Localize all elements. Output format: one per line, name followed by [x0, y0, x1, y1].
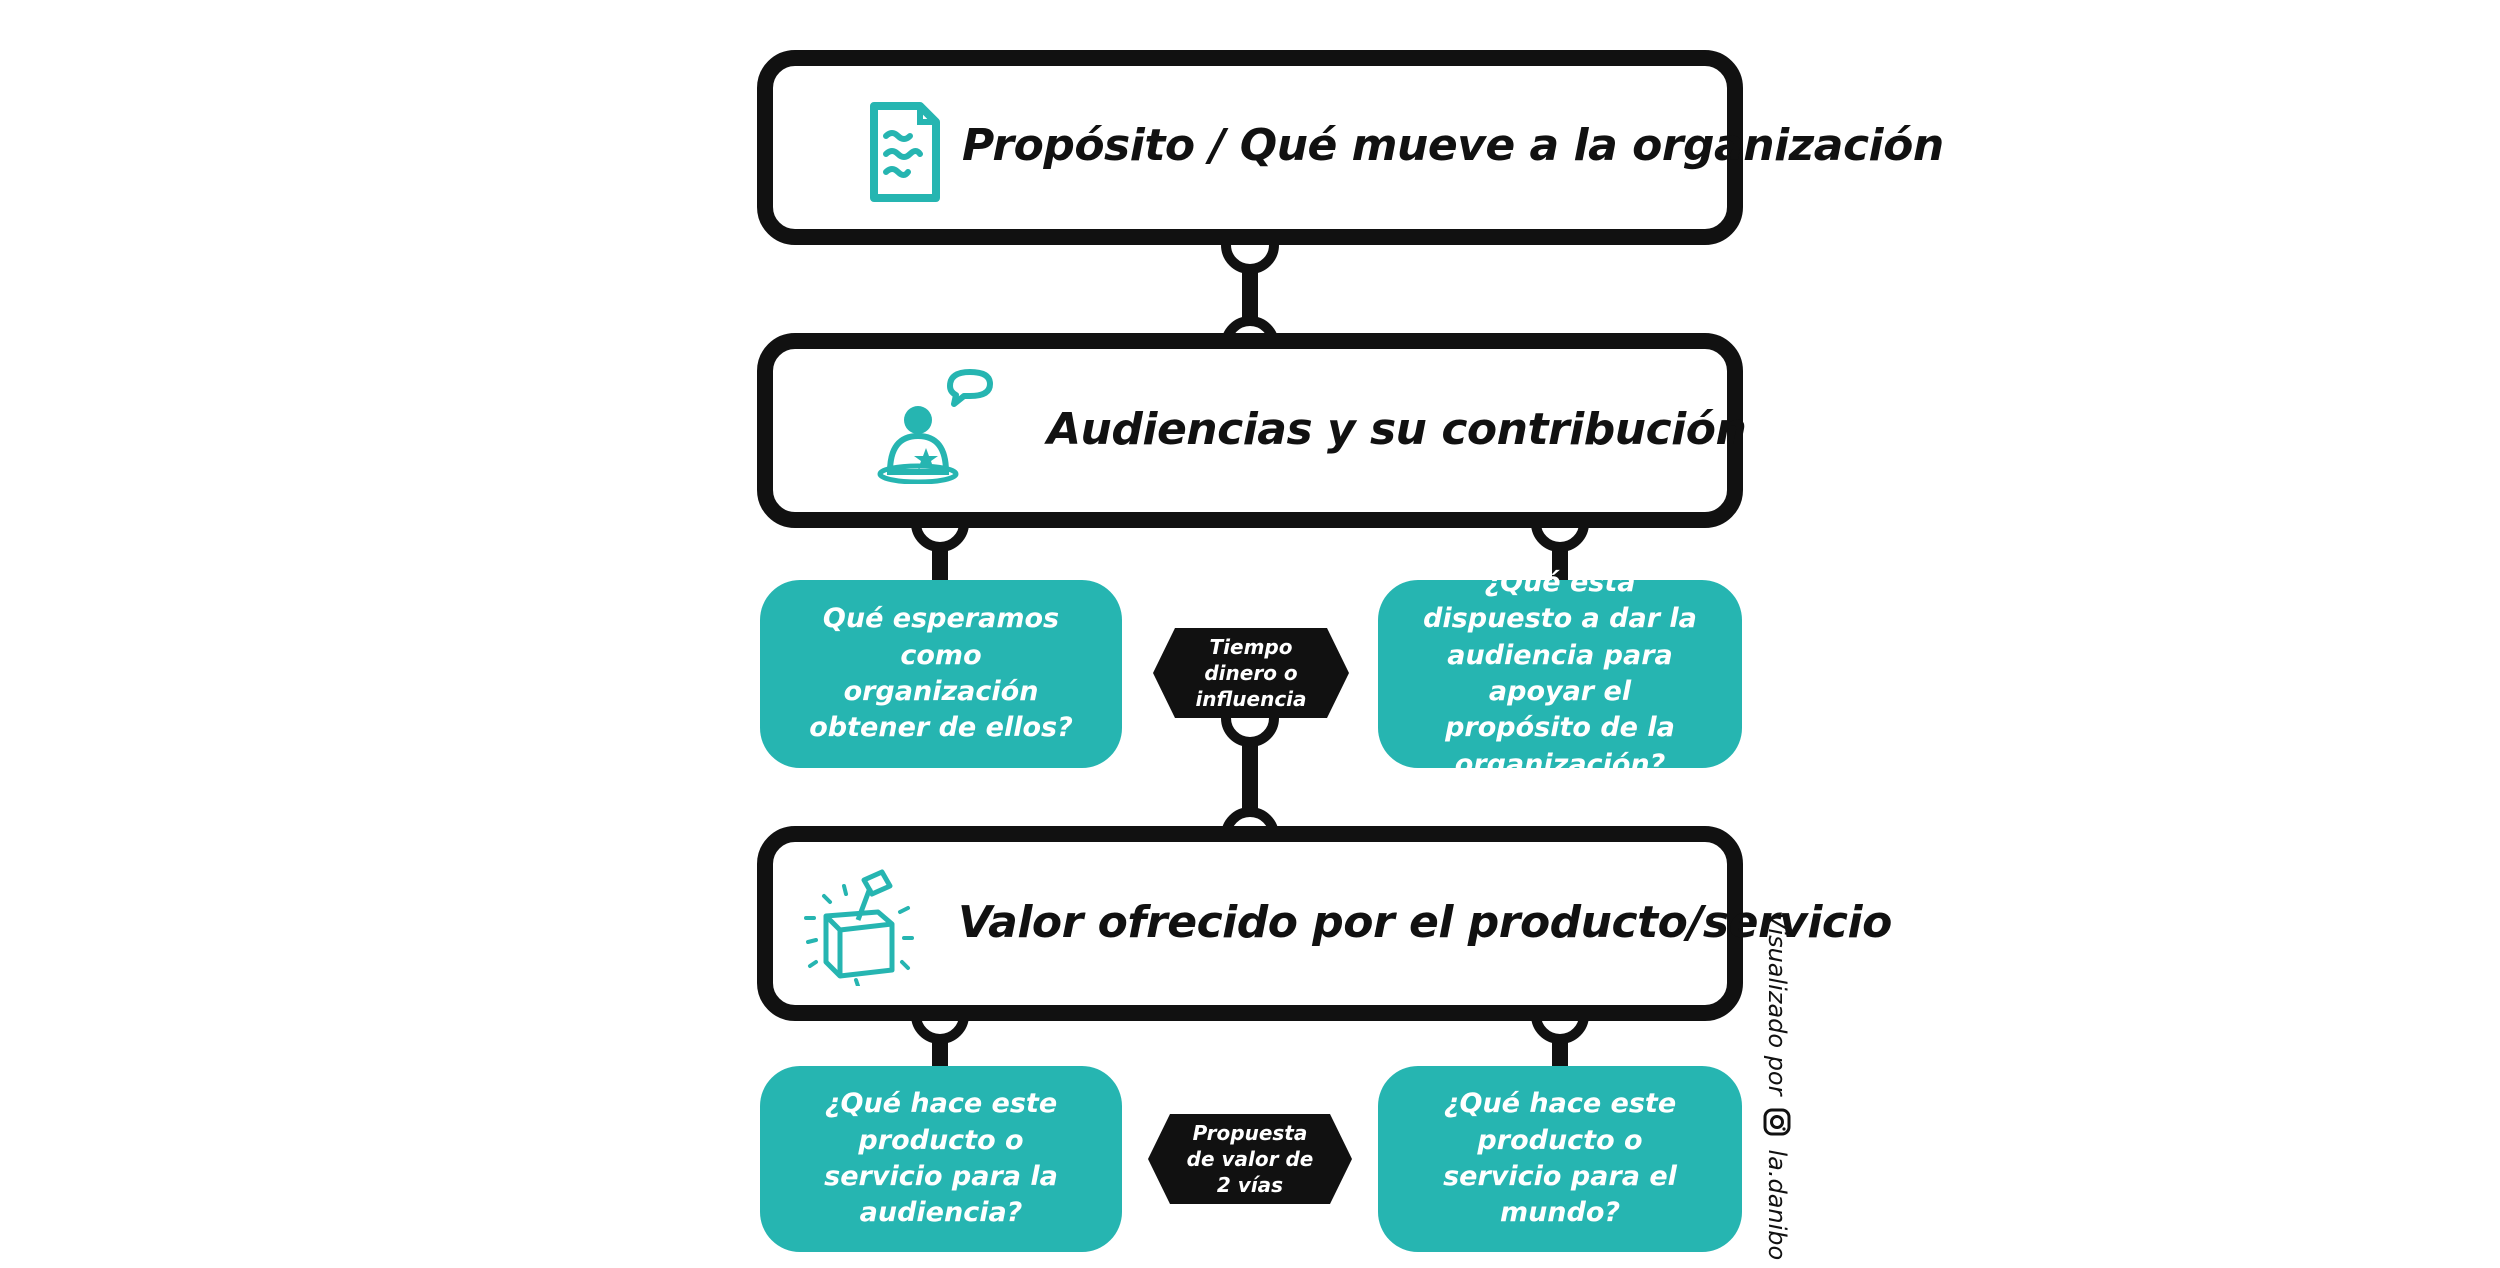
- willing-card: ¿Qué está dispuesto a dar la audiencia p…: [1378, 567, 1742, 780]
- product-audience-card: ¿Qué hace este producto o servicio para …: [760, 1066, 1122, 1252]
- time-money-label: Tiempo dinero o influencia: [1195, 635, 1307, 711]
- document-icon: [870, 102, 940, 202]
- value-proposal-hexagon: Propuesta de valor de 2 vías: [1148, 1114, 1352, 1204]
- purpose-title: Propósito / Qué mueve a la organización: [962, 120, 1944, 171]
- hexagon-shape: [1153, 628, 1349, 718]
- gift-box-icon: [804, 869, 914, 986]
- instagram-icon: [1763, 1108, 1791, 1136]
- audiences-title: Audiencias y su contribución: [1047, 404, 1747, 455]
- value-proposal-label: Propuesta de valor de 2 vías: [1186, 1121, 1314, 1197]
- expect-card: Qué esperamos como organización obtener …: [760, 580, 1122, 768]
- product-world-card: ¿Qué hace este producto o servicio para …: [1378, 1066, 1742, 1252]
- credit-prefix: Visualizado por: [1763, 912, 1791, 1096]
- purpose-box: [757, 50, 1743, 245]
- value-box: [757, 826, 1743, 1021]
- credit-handle: la.danibo: [1763, 1149, 1791, 1261]
- hexagon-shape: [1148, 1114, 1352, 1204]
- time-money-hexagon: Tiempo dinero o influencia: [1153, 628, 1349, 718]
- value-title: Valor ofrecido por el producto/servicio: [958, 897, 1892, 948]
- person-speech-icon: [877, 369, 993, 484]
